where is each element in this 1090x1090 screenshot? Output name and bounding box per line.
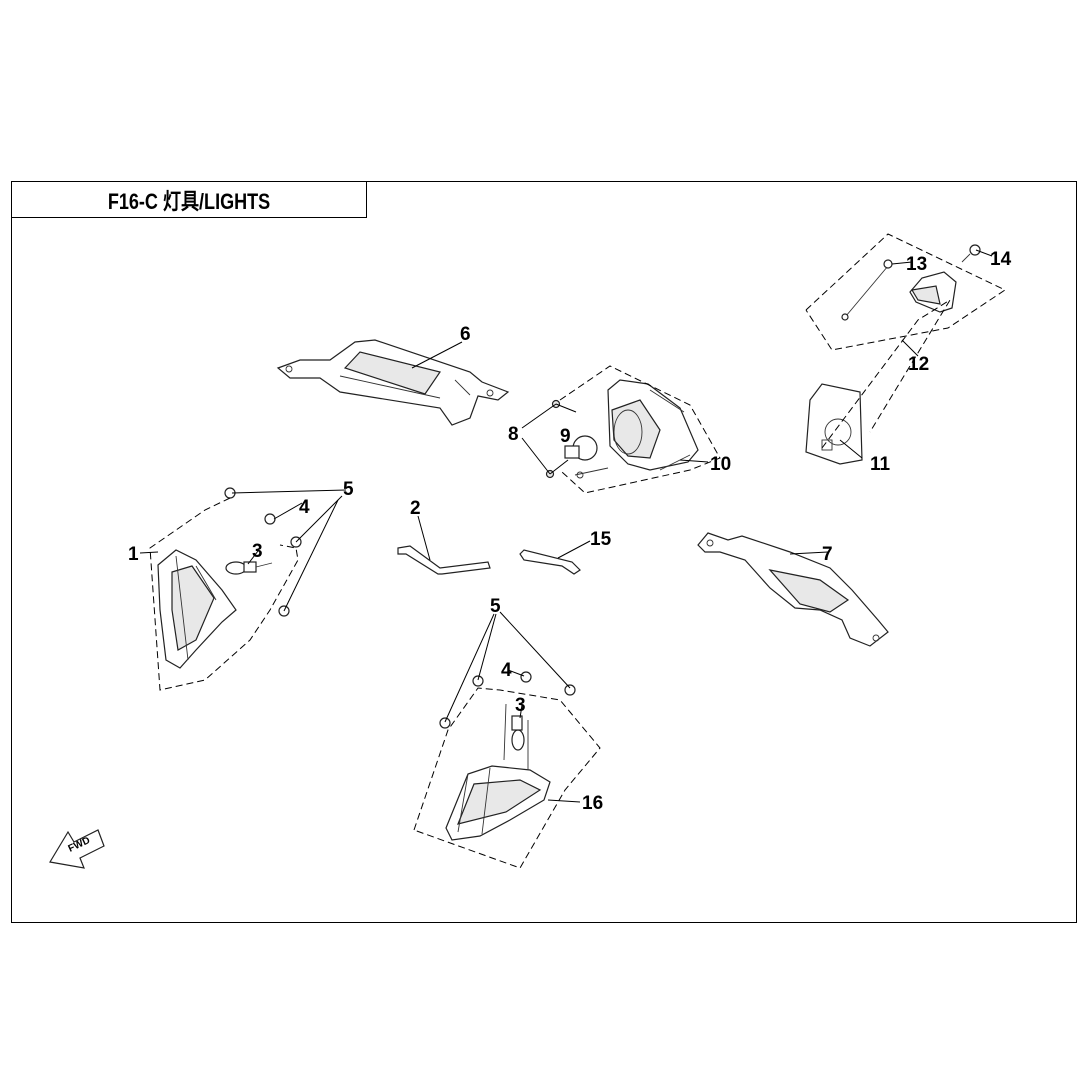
part-2-bar[interactable] — [397, 545, 491, 575]
callout-14: 14 — [990, 249, 1012, 270]
part-7-right-bracket[interactable] — [697, 532, 889, 647]
callout-4-bottom: 4 — [501, 660, 512, 681]
part-4-left-screw[interactable] — [264, 513, 276, 525]
part-16-right-turn-signal[interactable] — [445, 765, 551, 841]
part-5-left-screws[interactable] — [224, 487, 302, 617]
callout-labels: 6 7 2 15 10 8 9 11 12 13 14 1 3 4 5 5 4 … — [128, 249, 1012, 814]
part-10-headlight[interactable] — [574, 379, 699, 479]
callout-3-left: 3 — [252, 541, 263, 562]
callout-16: 16 — [582, 793, 603, 814]
leader-lines — [139, 249, 993, 803]
callout-1: 1 — [128, 544, 139, 565]
part-12-lamp[interactable] — [909, 271, 957, 313]
callout-4-left: 4 — [299, 497, 310, 518]
callout-12: 12 — [908, 354, 929, 375]
part-9-bulb[interactable] — [564, 435, 598, 461]
part-15-bar[interactable] — [519, 549, 581, 575]
part-6-upper-bracket[interactable] — [276, 339, 510, 426]
callout-6: 6 — [460, 324, 471, 345]
part-14-screw[interactable] — [961, 244, 981, 263]
callout-11: 11 — [870, 454, 891, 475]
page-title: F16-C 灯具/LIGHTS — [107, 188, 271, 214]
callout-9: 9 — [560, 426, 571, 447]
callout-7: 7 — [822, 544, 833, 565]
part-3-left-bulb[interactable] — [225, 561, 273, 575]
callout-5-left: 5 — [343, 479, 354, 500]
part-8-clips[interactable] — [545, 399, 561, 479]
assembly-boundaries — [149, 233, 1007, 869]
callout-3-bottom: 3 — [515, 695, 526, 716]
part-5-bottom-screws[interactable] — [439, 675, 576, 729]
fwd-arrow: FWD — [49, 829, 105, 869]
part-1-left-turn-signal[interactable] — [157, 549, 237, 669]
part-3-bottom-bulb[interactable] — [503, 703, 529, 770]
diagram-frame — [11, 181, 1077, 923]
callout-8: 8 — [508, 424, 519, 445]
callout-15: 15 — [590, 529, 612, 550]
title-box: F16-C 灯具/LIGHTS — [11, 181, 367, 218]
part-11-plate[interactable] — [805, 383, 863, 465]
callout-10: 10 — [710, 454, 731, 475]
callout-2: 2 — [410, 498, 421, 519]
callout-13: 13 — [906, 254, 927, 275]
part-13-bolt[interactable] — [841, 259, 893, 321]
part-4-bottom-screw[interactable] — [520, 671, 532, 683]
callout-5-bottom: 5 — [490, 596, 501, 617]
